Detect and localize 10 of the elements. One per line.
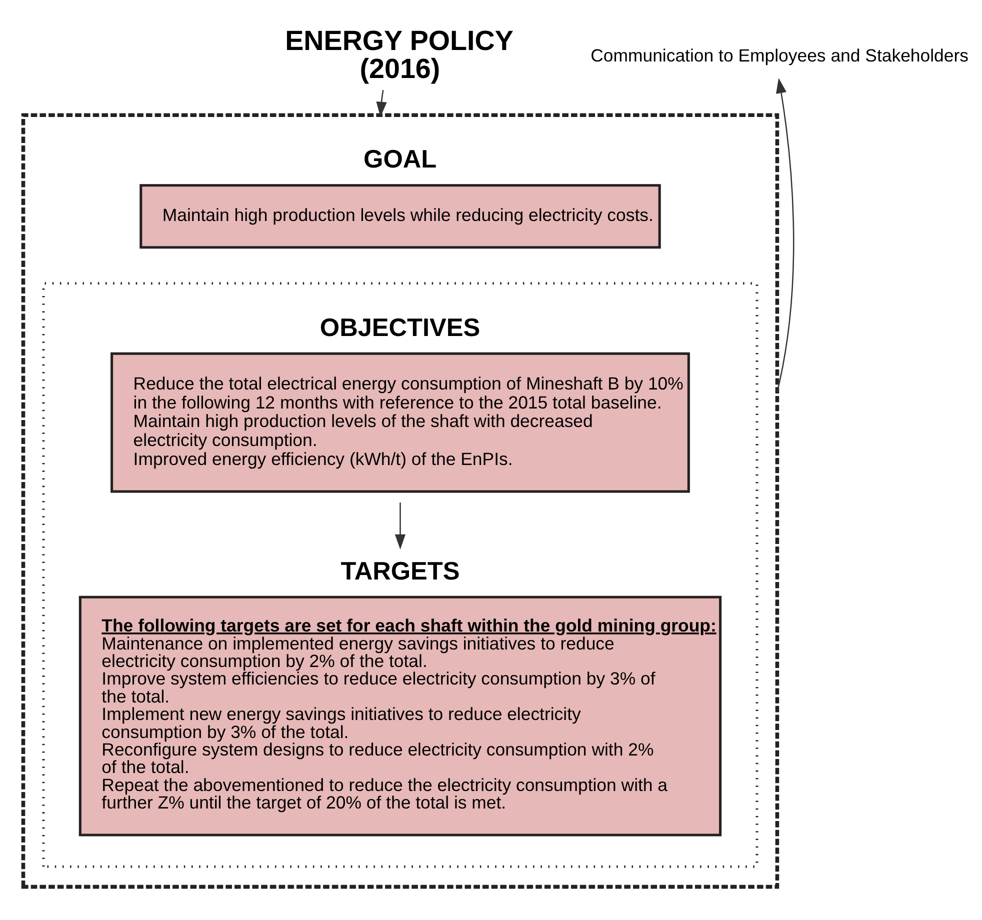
- node-label: OBJECTIVES: [320, 313, 480, 342]
- arrow: [376, 89, 387, 117]
- node-label: GOAL: [364, 145, 437, 174]
- cluster: [42, 282, 758, 868]
- node-text: ENERGY POLICY (2016): [285, 24, 514, 84]
- node-label: TARGETS: [340, 556, 460, 585]
- arrow: [394, 502, 406, 550]
- arrow: [776, 77, 794, 392]
- cluster: [21, 112, 780, 888]
- node-text: Communication to Employees and Stakeholders: [590, 45, 968, 66]
